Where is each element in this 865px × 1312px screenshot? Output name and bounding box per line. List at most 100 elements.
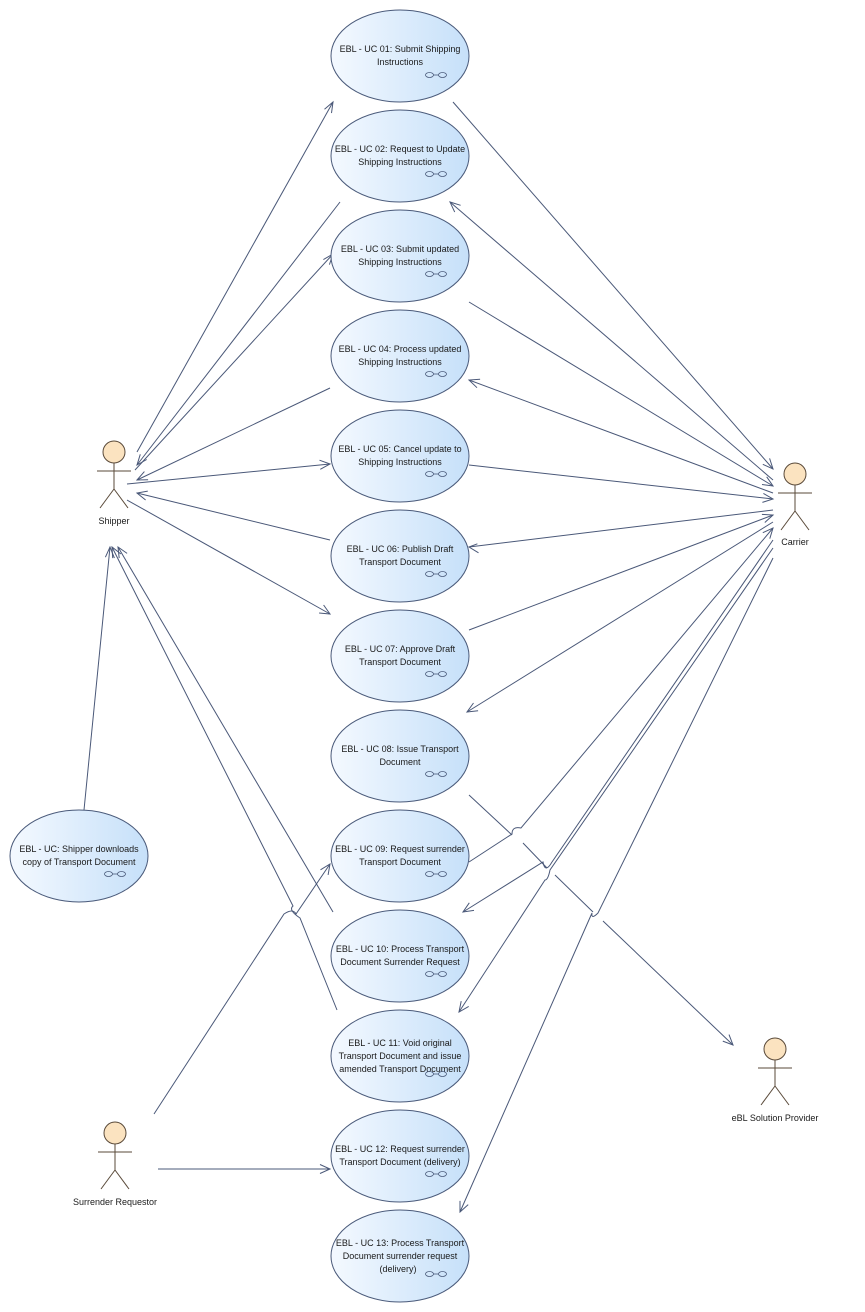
use-case-link-icon (425, 871, 447, 877)
use-case-link-icon (104, 871, 126, 877)
use-case-link-icon (425, 671, 447, 677)
actor-label-carrier: Carrier (781, 537, 809, 547)
arrowhead (319, 1164, 332, 1174)
arrowhead (319, 604, 332, 615)
use-case-link-icon (425, 171, 447, 177)
connector-download-shipper (83, 546, 111, 811)
use-case-label-line1: EBL - UC 09: Request surrender (335, 844, 465, 854)
use-case-uc05[interactable]: EBL - UC 05: Cancel update to Shipping I… (330, 409, 470, 503)
use-case-link-icon (425, 771, 447, 777)
use-case-label-line1: EBL - UC 13: Process Transport (336, 1238, 465, 1248)
arrowhead (761, 476, 775, 487)
arrowhead (319, 459, 332, 470)
arrowhead (762, 458, 774, 470)
arrowhead (722, 1034, 734, 1046)
use-case-link-icon (425, 471, 447, 477)
actor-ebl-solution-provider[interactable] (758, 1037, 792, 1106)
use-case-ellipse (330, 1009, 470, 1103)
connectors (83, 100, 775, 1214)
arrowhead (461, 902, 475, 913)
use-case-label-line2: Transport Document (359, 857, 441, 867)
use-case-link-icon (425, 72, 447, 78)
connector-carrier-uc02 (449, 201, 774, 481)
use-case-label-line2: Shipping Instructions (358, 357, 442, 367)
use-case-uc10[interactable]: EBL - UC 10: Process Transport Document … (330, 909, 470, 1003)
connector-uc01-carrier (452, 101, 774, 470)
actor-surrender-requestor[interactable] (98, 1121, 132, 1190)
connector-uc03-carrier (468, 301, 774, 487)
use-case-uc09[interactable]: EBL - UC 09: Request surrender Transport… (330, 809, 470, 903)
connector-carrier-uc08 (466, 521, 774, 713)
actor-label-surrender-requestor: Surrender Requestor (73, 1197, 157, 1207)
use-case-label-line2: Transport Document and issue (339, 1051, 462, 1061)
actor-carrier[interactable] (778, 462, 812, 531)
connector-uc05-carrier (468, 464, 774, 500)
use-case-ellipse (9, 809, 149, 903)
use-case-ellipse (330, 709, 470, 803)
connector-requestor-uc09 (153, 863, 331, 1115)
use-case-label-line1: EBL - UC 07: Approve Draft (345, 644, 456, 654)
use-case-label-line1: EBL - UC 02: Request to Update (335, 144, 465, 154)
actor-head (763, 1037, 787, 1061)
use-case-label-line2: copy of Transport Document (22, 857, 136, 867)
use-case-ellipse (330, 509, 470, 603)
arrowhead (104, 545, 115, 559)
arrowhead (465, 702, 479, 713)
use-case-label-line1: EBL - UC 05: Cancel update to (338, 444, 461, 454)
arrowhead (459, 1200, 469, 1214)
use-case-link-icon (425, 971, 447, 977)
use-case-label-line2: Transport Document (delivery) (339, 1157, 460, 1167)
connector-carrier-uc11 (458, 547, 774, 1013)
use-case-ellipse (330, 609, 470, 703)
use-case-uc08[interactable]: EBL - UC 08: Issue Transport Document (330, 709, 470, 803)
use-case-label-line1: EBL - UC 04: Process updated (339, 344, 462, 354)
use-case-label-line2: Document (379, 757, 421, 767)
use-case-label-line2: Shipping Instructions (358, 257, 442, 267)
use-case-label-line1: EBL - UC 10: Process Transport (336, 944, 465, 954)
use-case-label-line1: EBL - UC 03: Submit updated (341, 244, 459, 254)
use-case-label-line1: EBL - UC 01: Submit Shipping (340, 44, 461, 54)
use-case-label-line2: Document surrender request (343, 1251, 458, 1261)
use-case-shipper-download[interactable]: EBL - UC: Shipper downloads copy of Tran… (9, 809, 149, 903)
actor-head (103, 1121, 127, 1145)
use-case-uc11[interactable]: EBL - UC 11: Void original Transport Doc… (330, 1009, 470, 1103)
use-case-uc02[interactable]: EBL - UC 02: Request to Update Shipping … (330, 109, 470, 203)
use-case-uc07[interactable]: EBL - UC 07: Approve Draft Transport Doc… (330, 609, 470, 703)
connector-shipper-uc01 (136, 101, 334, 453)
use-case-link-icon (425, 1271, 447, 1277)
arrowhead (449, 201, 461, 213)
use-case-label-line2: Transport Document (359, 657, 441, 667)
use-case-label-line2: Transport Document (359, 557, 441, 567)
actor-shipper[interactable] (97, 440, 131, 509)
use-case-uc13[interactable]: EBL - UC 13: Process Transport Document … (330, 1209, 470, 1303)
use-case-uc12[interactable]: EBL - UC 12: Request surrender Transport… (330, 1109, 470, 1203)
connector-shipper-uc03 (134, 253, 334, 471)
arrowhead (762, 527, 774, 539)
use-case-uc03[interactable]: EBL - UC 03: Submit updated Shipping Ins… (330, 209, 470, 303)
connector-uc10-shipper (117, 546, 334, 913)
connector-carrier-uc04 (468, 379, 774, 494)
use-case-uc06[interactable]: EBL - UC 06: Publish Draft Transport Doc… (330, 509, 470, 603)
connector-carrier-uc10 (462, 539, 774, 913)
use-case-uc01[interactable]: EBL - UC 01: Submit Shipping Instruction… (330, 9, 470, 103)
connector-shipper-uc07 (126, 499, 331, 615)
arrowhead (320, 862, 331, 875)
connector-uc02-shipper (136, 201, 341, 466)
use-case-ellipse (330, 809, 470, 903)
use-case-ellipse (330, 1109, 470, 1203)
connector-carrier-uc13 (459, 557, 774, 1213)
connector-shipper-uc05 (126, 463, 331, 485)
arrowhead (324, 100, 334, 114)
actor-head (102, 440, 126, 464)
use-case-link-icon (425, 571, 447, 577)
use-case-label-line1: EBL - UC 12: Request surrender (335, 1144, 465, 1154)
use-case-uc04[interactable]: EBL - UC 04: Process updated Shipping In… (330, 309, 470, 403)
use-case-link-icon (425, 1071, 447, 1077)
arrowhead (458, 1001, 469, 1013)
arrowhead (467, 378, 481, 389)
use-case-label-line3: (delivery) (379, 1264, 416, 1274)
connector-uc08-ebl (468, 794, 734, 1046)
actor-label-ebl-solution-provider: eBL Solution Provider (732, 1113, 819, 1123)
connector-carrier-uc06 (468, 509, 774, 548)
